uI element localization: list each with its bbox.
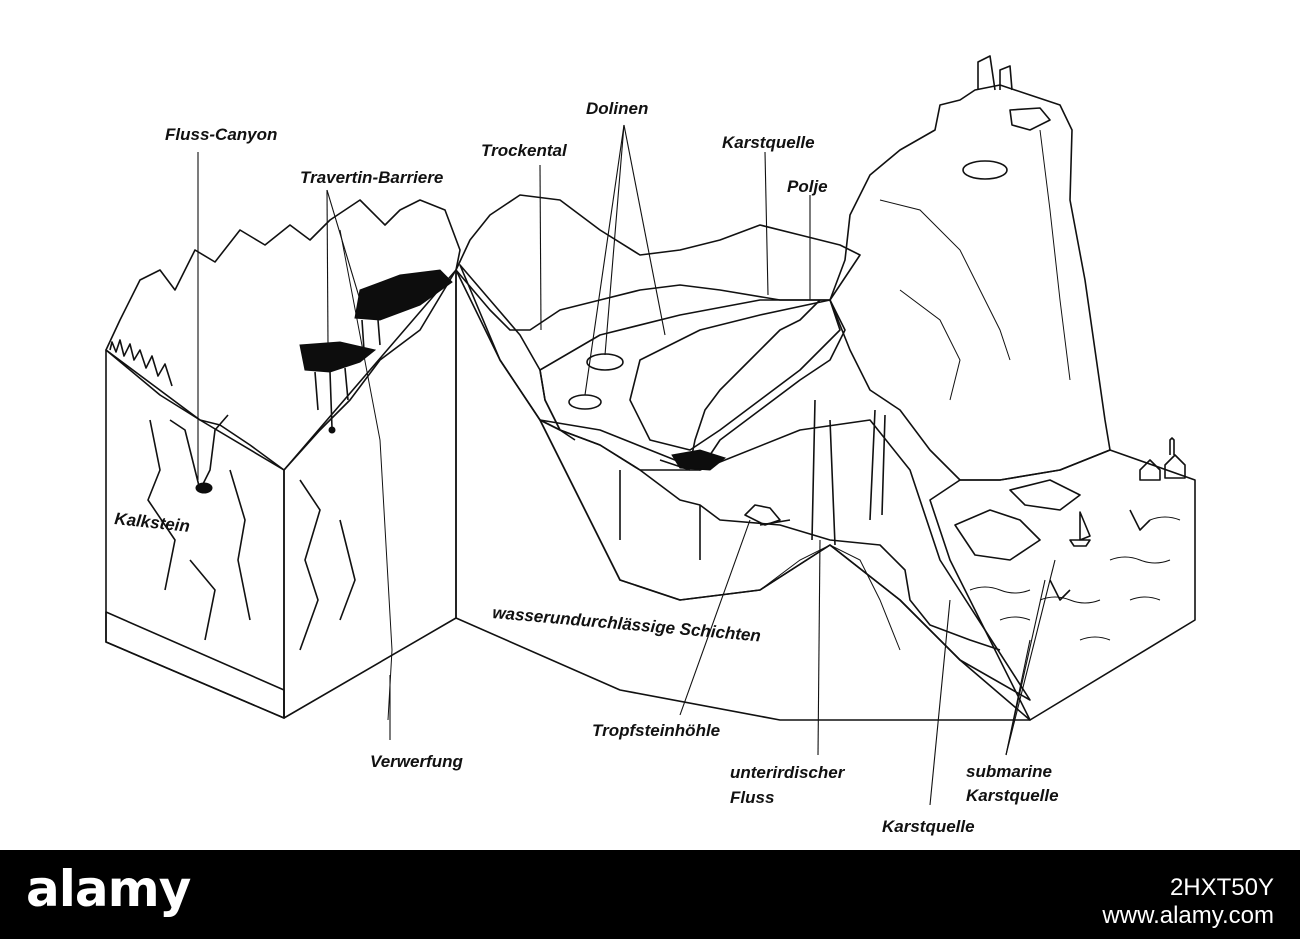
stock-id-code: 2HXT50Y: [1102, 874, 1274, 902]
coast-shore: [955, 510, 1040, 560]
brand-logo[interactable]: alamy: [26, 860, 190, 918]
valley-pool: [672, 450, 725, 470]
sea-waves: [970, 517, 1180, 640]
travertine-drop: [329, 427, 335, 433]
trockental-valley: [460, 265, 560, 430]
left-mountains: [106, 200, 460, 470]
leader-trockental: [540, 165, 541, 330]
vertical-shafts: [812, 400, 885, 545]
impermeable-layers-face: [456, 270, 1030, 720]
left-block-front-face: [106, 350, 284, 718]
label-submarine-2: Karstquelle: [966, 786, 1059, 805]
left-block: [106, 270, 456, 718]
leader-tropfsteinhoehle: [680, 520, 750, 715]
leader-dolinen-3: [624, 125, 665, 335]
right-mountain: [830, 56, 1110, 480]
canyon-notch: [170, 415, 228, 490]
cave-passage-1: [620, 470, 790, 560]
coast-shore-2: [1010, 480, 1080, 510]
label-unterirdischer-1: unterirdischer: [730, 763, 846, 782]
label-unterirdischer-2: Fluss: [730, 788, 774, 807]
label-submarine-1: submarine: [966, 762, 1052, 781]
stock-url[interactable]: www.alamy.com: [1102, 902, 1274, 930]
leader-karstquelle-bottom: [930, 600, 950, 805]
leader-unterirdischer: [818, 540, 820, 755]
mountain-contours: [880, 130, 1070, 400]
right-mountain-outline: [830, 85, 1110, 480]
karst-block-diagram: Fluss-Canyon Travertin-Barriere Trockent…: [0, 0, 1300, 850]
polje-river: [690, 300, 820, 465]
label-wasserundurchlaessige: wasserundurchlässige Schichten: [492, 603, 762, 645]
travertine-pool-upper: [355, 270, 452, 320]
label-polje: Polje: [787, 177, 828, 196]
middle-back-mountains: [456, 195, 860, 330]
label-verwerfung: Verwerfung: [370, 752, 464, 771]
stock-id: 2HXT50Y www.alamy.com: [1102, 874, 1274, 930]
middle-limestone-band: [540, 420, 1030, 700]
stock-footer-bar: alamy 2HXT50Y www.alamy.com: [0, 850, 1300, 939]
leader-lines: [198, 125, 1055, 805]
submarine-cracks: [1050, 510, 1150, 600]
mountain-ridge-left: [106, 200, 460, 470]
summit-ruins: [978, 56, 1012, 90]
left-block-base-layer: [106, 612, 284, 718]
left-block-cracks: [148, 420, 355, 650]
sailboat: [1070, 512, 1090, 546]
leader-travertin-2: [327, 190, 360, 300]
leader-travertin-1: [327, 190, 328, 345]
label-dolinen: Dolinen: [586, 99, 648, 118]
label-fluss-canyon: Fluss-Canyon: [165, 125, 277, 144]
doline-1: [587, 354, 623, 370]
valley-floor: [540, 300, 845, 470]
coastal-block: [930, 438, 1195, 720]
middle-surface: [456, 195, 860, 470]
canyon-pool: [196, 483, 212, 493]
coast-front-face: [930, 450, 1195, 720]
leader-submarine-2: [1006, 580, 1045, 755]
label-tropfsteinhoehle: Tropfsteinhöhle: [592, 721, 720, 740]
label-travertin-barriere: Travertin-Barriere: [300, 168, 443, 187]
label-trockental: Trockental: [481, 141, 568, 160]
leader-submarine-3: [1006, 560, 1055, 755]
label-kalkstein: Kalkstein: [114, 509, 191, 536]
label-karstquelle-bottom: Karstquelle: [882, 817, 975, 836]
summit-doline: [963, 161, 1007, 179]
label-karstquelle-top: Karstquelle: [722, 133, 815, 152]
doline-2: [569, 395, 601, 409]
leader-karstquelle-top: [765, 152, 768, 295]
middle-block: [456, 270, 1030, 720]
anticline-curve: [760, 545, 900, 650]
summit-stipple: [1010, 108, 1050, 130]
